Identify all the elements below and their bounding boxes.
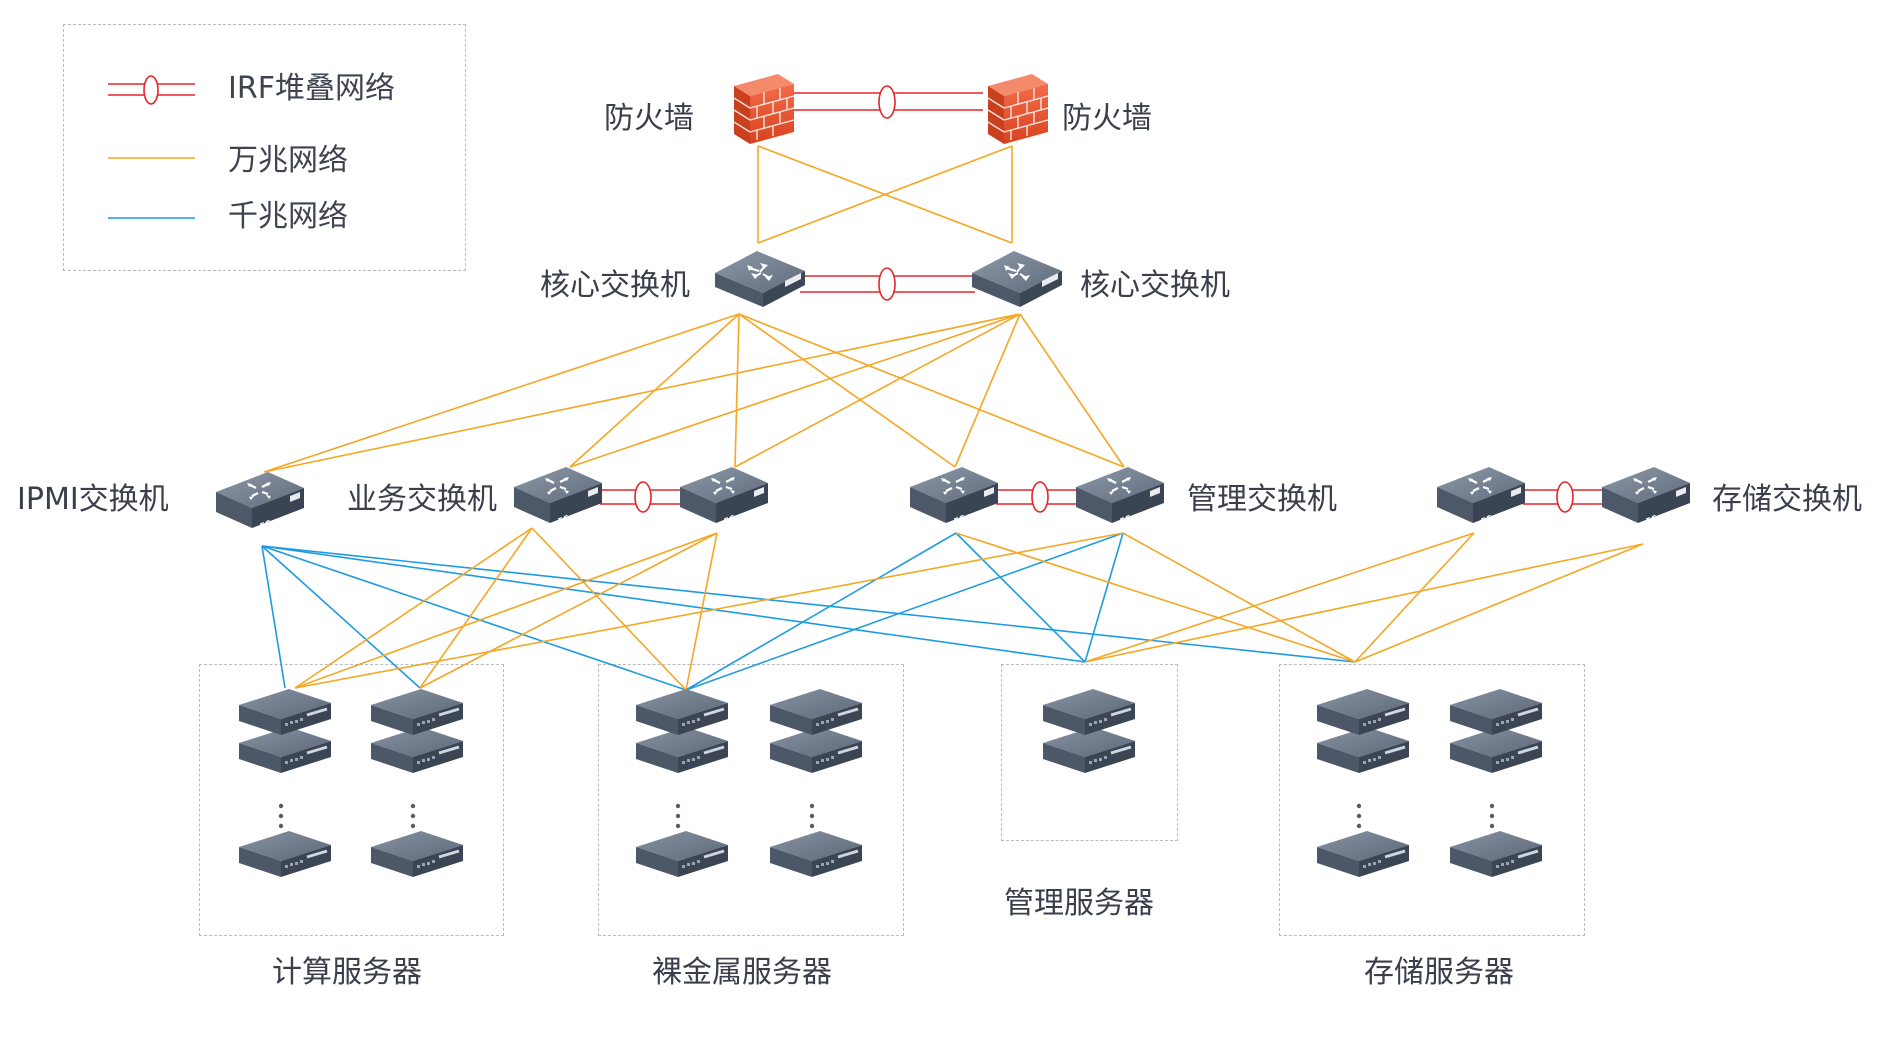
tengig-link bbox=[419, 532, 718, 689]
irf-ring bbox=[634, 481, 652, 513]
tengig-link bbox=[294, 527, 533, 689]
tengig-link bbox=[294, 532, 1124, 689]
core-switch-icon: SWITCH bbox=[714, 250, 806, 316]
gig-link bbox=[261, 545, 1086, 663]
compute-server-group bbox=[199, 664, 504, 936]
ellipsis-icon bbox=[278, 803, 284, 829]
firewall-icon bbox=[987, 73, 1049, 145]
tengig-link bbox=[757, 145, 1013, 244]
tengig-link bbox=[955, 532, 1356, 663]
firewall-icon bbox=[733, 73, 795, 145]
gig-link bbox=[261, 545, 286, 689]
tengig-link bbox=[263, 313, 1021, 473]
irf-ring bbox=[878, 85, 896, 119]
business-switch-label: 业务交换机 bbox=[347, 482, 497, 517]
gig-link bbox=[955, 532, 1086, 663]
firewall-right-label: 防火墙 bbox=[1062, 101, 1152, 136]
ellipsis-icon bbox=[675, 803, 681, 829]
legend-gig-label: 千兆网络 bbox=[228, 199, 348, 234]
tengig-link bbox=[531, 527, 687, 691]
storage-servers-label: 存储服务器 bbox=[1364, 955, 1514, 990]
server-icon bbox=[239, 689, 331, 773]
ellipsis-icon bbox=[1356, 803, 1362, 829]
tengig-link bbox=[1084, 532, 1475, 663]
server-icon bbox=[1448, 829, 1544, 879]
ellipsis-icon bbox=[410, 803, 416, 829]
tengig-link bbox=[1354, 532, 1475, 663]
fc-badge: FC bbox=[1119, 513, 1133, 526]
tengig-link bbox=[734, 313, 740, 468]
core-right-label: 核心交换机 bbox=[1080, 268, 1230, 303]
tengig-link bbox=[734, 313, 1021, 468]
fc-badge: FC bbox=[259, 518, 273, 531]
gig-link bbox=[261, 545, 1356, 663]
mgmt-servers-label: 管理服务器 bbox=[1004, 886, 1154, 921]
management-switch-label: 管理交换机 bbox=[1187, 482, 1337, 517]
irf-ring bbox=[878, 267, 896, 301]
business-switch-icon: FC bbox=[678, 465, 770, 526]
gig-links bbox=[261, 532, 1356, 691]
tengig-link bbox=[263, 313, 740, 473]
server-icon bbox=[1315, 829, 1411, 879]
tengig-link bbox=[1354, 543, 1644, 663]
ellipsis-icon bbox=[1489, 803, 1495, 829]
storage-switch-label: 存储交换机 bbox=[1712, 482, 1862, 517]
fc-badge: FC bbox=[723, 513, 737, 526]
server-icon bbox=[636, 689, 728, 773]
server-icon bbox=[770, 689, 862, 773]
irf-ring bbox=[1031, 481, 1049, 513]
fc-badge: FC bbox=[557, 513, 571, 526]
storage-switch-icon: FC bbox=[1435, 465, 1527, 526]
server-icon bbox=[237, 829, 333, 879]
server-icon bbox=[1450, 689, 1542, 773]
tengig-link bbox=[738, 313, 956, 468]
baremetal-servers-label: 裸金属服务器 bbox=[652, 955, 832, 990]
server-icon bbox=[371, 689, 463, 773]
gig-link bbox=[261, 545, 687, 691]
firewall-left-label: 防火墙 bbox=[604, 101, 694, 136]
server-icon bbox=[1317, 689, 1409, 773]
mgmt-server-group bbox=[1001, 664, 1178, 841]
legend-irf-ring bbox=[143, 75, 159, 105]
business-switch-icon: FC bbox=[512, 465, 604, 526]
fc-badge: FC bbox=[1480, 513, 1494, 526]
tengig-link bbox=[738, 313, 1125, 468]
management-switch-icon: FC bbox=[908, 465, 1000, 526]
storage-server-group bbox=[1279, 664, 1585, 936]
fc-badge: FC bbox=[1645, 513, 1659, 526]
tengig-link bbox=[569, 313, 1021, 468]
management-switch-icon: FC bbox=[1074, 465, 1166, 526]
gig-link bbox=[685, 532, 1124, 691]
legend-tengig-label: 万兆网络 bbox=[228, 143, 348, 178]
tengig-link bbox=[954, 313, 1021, 468]
gig-link bbox=[261, 545, 421, 689]
tengig-link bbox=[1019, 313, 1125, 468]
ipmi-switch-label: IPMI交换机 bbox=[17, 482, 169, 517]
core-switch-icon: SWITCH bbox=[971, 250, 1063, 316]
storage-switch-icon: FC bbox=[1600, 465, 1692, 526]
tengig-link bbox=[419, 527, 533, 689]
tengig-link bbox=[294, 532, 718, 689]
irf-links bbox=[108, 75, 1608, 513]
gig-link bbox=[1084, 532, 1124, 663]
ellipsis-icon bbox=[809, 803, 815, 829]
gig-link bbox=[685, 532, 957, 691]
irf-ring bbox=[1556, 481, 1574, 513]
server-icon bbox=[634, 829, 730, 879]
ipmi-switch-icon: FC bbox=[214, 470, 306, 531]
server-icon bbox=[1043, 689, 1135, 773]
tengig-link bbox=[1122, 532, 1356, 663]
server-icon bbox=[768, 829, 864, 879]
server-icon bbox=[369, 829, 465, 879]
tengig-links bbox=[263, 145, 1644, 691]
legend-box bbox=[63, 24, 466, 271]
tengig-link bbox=[1084, 543, 1644, 663]
core-left-label: 核心交换机 bbox=[540, 268, 690, 303]
compute-servers-label: 计算服务器 bbox=[272, 955, 422, 990]
legend-irf-label: IRF堆叠网络 bbox=[228, 71, 395, 106]
fc-badge: FC bbox=[953, 513, 967, 526]
baremetal-server-group bbox=[598, 664, 904, 936]
